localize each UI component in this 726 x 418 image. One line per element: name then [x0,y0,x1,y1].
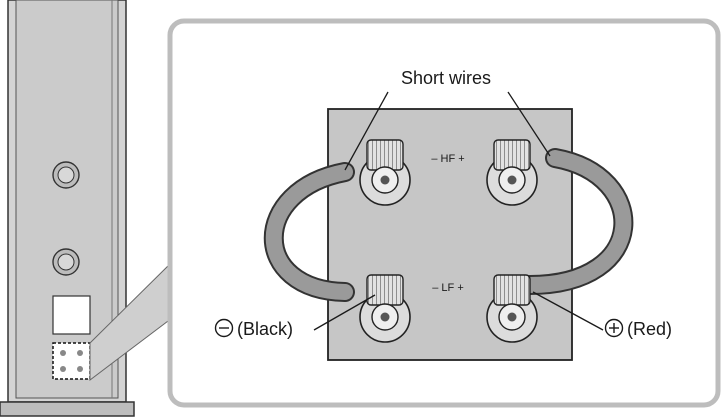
short-wire-right [520,148,634,295]
short-wire-left [263,162,355,302]
hf-terminal-label: – HF + [431,153,464,165]
terminal-lf-positive [486,274,538,343]
plus-circle-icon [604,318,624,338]
terminal-area-highlight [52,342,91,380]
terminal-hf-positive [486,139,538,206]
terminal-hf-negative [359,139,411,206]
short-wires-label: Short wires [401,68,491,88]
red-label: (Red) [627,319,672,339]
lf-terminal-label: – LF + [432,282,464,294]
minus-circle-icon [214,318,234,338]
red-leader [532,291,604,331]
short-wires-leader-right [507,91,551,157]
speaker-side-view [0,0,135,417]
label-plate [52,295,91,335]
black-label: (Black) [237,319,293,339]
short-wires-leader-left [344,91,389,171]
mounting-hole-lower [52,248,80,276]
terminal-lf-negative [359,274,411,343]
black-leader [313,294,376,331]
mounting-hole-upper [52,161,80,189]
